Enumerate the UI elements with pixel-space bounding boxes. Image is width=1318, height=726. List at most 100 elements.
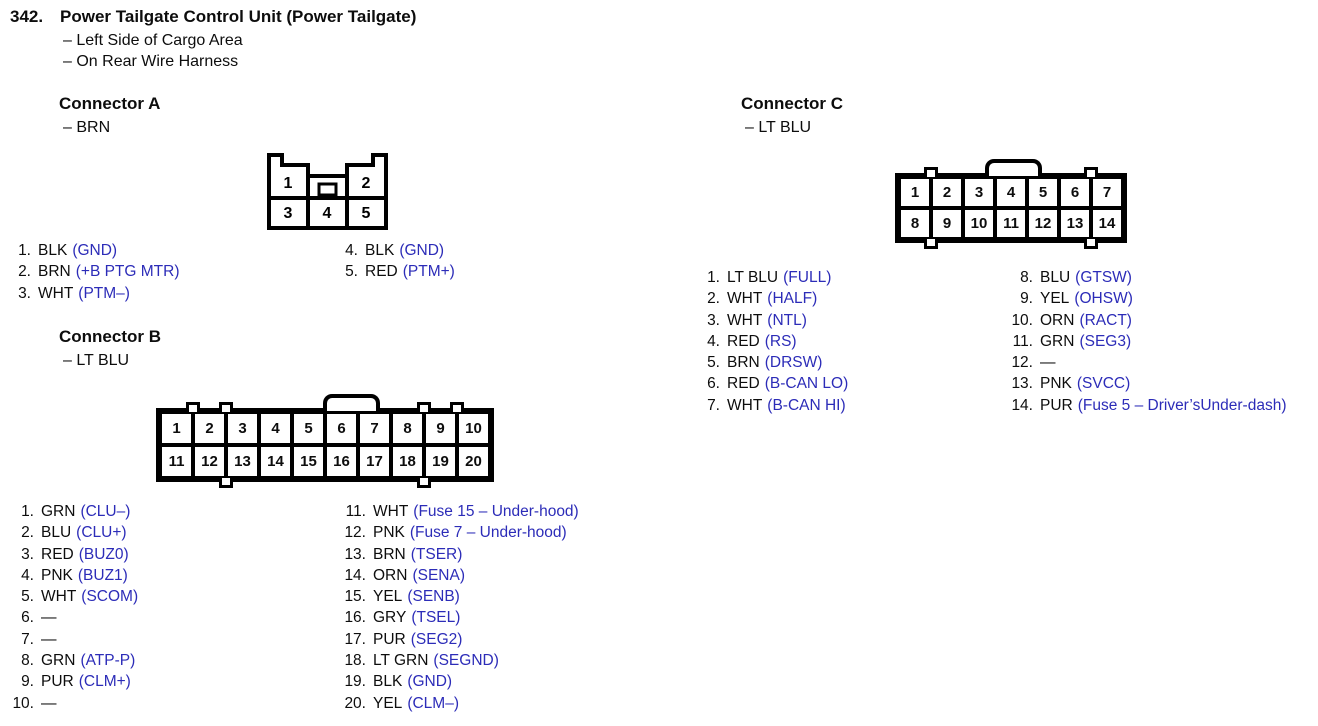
pin-row: 1.LT BLU(FULL) bbox=[696, 267, 848, 288]
connector-pin-cell: 11 bbox=[160, 445, 193, 478]
connector-pin-cell: 11 bbox=[995, 208, 1027, 239]
pin-row: 12.— bbox=[1008, 352, 1287, 373]
pin-row: 3.WHT(PTM–) bbox=[14, 283, 180, 304]
pin-number: 10. bbox=[12, 694, 34, 712]
alignment-bump bbox=[219, 478, 233, 488]
pin-number: 6. bbox=[707, 375, 720, 393]
pin-number: 9. bbox=[1020, 290, 1033, 308]
alignment-bump bbox=[186, 402, 200, 412]
pin-number: 20. bbox=[344, 694, 366, 712]
connector-pin-cell: 6 bbox=[325, 412, 358, 445]
signal-name: (CLM+) bbox=[78, 673, 131, 691]
signal-name: (BUZ0) bbox=[78, 545, 129, 563]
connector-pin-cell: 12 bbox=[193, 445, 226, 478]
connector-pin-cell: 2 bbox=[193, 412, 226, 445]
wire-color: PNK bbox=[41, 566, 73, 584]
wire-color: RED bbox=[727, 332, 760, 350]
signal-name: (RS) bbox=[764, 332, 797, 350]
connector-pin-cell: 9 bbox=[931, 208, 963, 239]
pin-number: 14. bbox=[1011, 396, 1033, 414]
pin-number: 4. bbox=[21, 566, 34, 584]
connector-a-pins-left: 1.BLK(GND)2.BRN(+B PTG MTR)3.WHT(PTM–) bbox=[14, 240, 180, 304]
connector-pin-cell: 8 bbox=[391, 412, 424, 445]
wire-color: BRN bbox=[727, 354, 760, 372]
signal-name: (TSER) bbox=[410, 545, 463, 563]
wire-color: ORN bbox=[373, 566, 408, 584]
connector-a-pin-1: 1 bbox=[284, 175, 293, 192]
connector-a-color-label: – BRN bbox=[63, 119, 111, 136]
page-title: Power Tailgate Control Unit (Power Tailg… bbox=[60, 7, 417, 26]
signal-name: (GND) bbox=[399, 242, 445, 259]
pin-row: 8.BLU(GTSW) bbox=[1008, 267, 1287, 288]
connector-a-diagram: 1 2 3 4 5 bbox=[267, 153, 388, 230]
signal-name: (SVCC) bbox=[1076, 375, 1131, 393]
pin-row: 15.YEL(SENB) bbox=[341, 586, 579, 607]
connector-c-color-label: – LT BLU bbox=[745, 119, 812, 136]
wire-color: ORN bbox=[1040, 311, 1075, 329]
signal-name: (BUZ1) bbox=[77, 566, 128, 584]
connector-a-heading: Connector A bbox=[59, 94, 161, 113]
pin-number: 16. bbox=[344, 609, 366, 627]
signal-name: (SEG3) bbox=[1079, 332, 1132, 350]
alignment-bump bbox=[1084, 239, 1098, 249]
pin-row: 14.ORN(SENA) bbox=[341, 565, 579, 586]
connector-c-latch-tab bbox=[985, 159, 1042, 176]
wire-color: — bbox=[1040, 354, 1056, 372]
wire-color: WHT bbox=[38, 284, 74, 302]
alignment-bump bbox=[417, 402, 431, 412]
wire-color: WHT bbox=[727, 290, 763, 308]
connector-b-pins-left: 1.GRN(CLU–)2.BLU(CLU+)3.RED(BUZ0)4.PNK(B… bbox=[10, 501, 138, 714]
wire-color: WHT bbox=[373, 503, 409, 520]
signal-name: (PTM+) bbox=[402, 263, 455, 281]
connector-pin-cell: 10 bbox=[963, 208, 995, 239]
pin-number: 9. bbox=[21, 673, 34, 691]
pin-row: 9.PUR(CLM+) bbox=[10, 671, 138, 692]
connector-pin-cell: 10 bbox=[457, 412, 490, 445]
pin-number: 7. bbox=[21, 630, 34, 648]
alignment-bump bbox=[219, 402, 233, 412]
pin-row: 2.BLU(CLU+) bbox=[10, 522, 138, 543]
wire-color: BLK bbox=[38, 242, 68, 259]
pin-row: 14.PUR(Fuse 5 – Driver’sUnder-dash) bbox=[1008, 395, 1286, 416]
connector-pin-cell: 12 bbox=[1027, 208, 1059, 239]
connector-a-key-tab bbox=[317, 182, 338, 197]
pin-number: 6. bbox=[21, 609, 34, 627]
pin-number: 3. bbox=[18, 284, 31, 302]
connector-pin-cell: 1 bbox=[899, 177, 931, 208]
pin-number: 2. bbox=[18, 263, 31, 281]
signal-name: (SCOM) bbox=[81, 588, 139, 606]
connector-pin-cell: 4 bbox=[259, 412, 292, 445]
connector-pin-cell: 1 bbox=[160, 412, 193, 445]
pin-number: 18. bbox=[344, 652, 366, 670]
pin-row: 8.GRN(ATP-P) bbox=[10, 650, 138, 671]
pin-row: 5.BRN(DRSW) bbox=[696, 352, 848, 373]
connector-b-heading: Connector B bbox=[59, 327, 161, 346]
alignment-bump bbox=[450, 402, 464, 412]
signal-name: (DRSW) bbox=[764, 354, 823, 372]
connector-c-heading: Connector C bbox=[741, 94, 843, 113]
wire-color: RED bbox=[365, 263, 398, 281]
wire-color: BRN bbox=[38, 263, 71, 281]
pin-row: 2.WHT(HALF) bbox=[696, 288, 848, 309]
pin-row: 4. PNK(BUZ1) bbox=[10, 565, 138, 586]
wire-color: RED bbox=[41, 545, 74, 563]
pin-row: 17.PUR(SEG2) bbox=[341, 629, 579, 650]
pin-number: 4. bbox=[345, 242, 358, 259]
wire-color: YEL bbox=[373, 694, 403, 712]
pin-row: 13.BRN(TSER) bbox=[341, 544, 579, 565]
connector-b-color-label: – LT BLU bbox=[63, 352, 130, 369]
wire-color: BLK bbox=[373, 673, 403, 691]
pin-row: 3.WHT(NTL) bbox=[696, 310, 848, 331]
signal-name: (Fuse 7 – Under-hood) bbox=[409, 524, 567, 542]
wire-color: RED bbox=[727, 375, 760, 393]
wire-color: GRY bbox=[373, 609, 407, 627]
wire-color: — bbox=[41, 630, 57, 648]
pin-number: 17. bbox=[344, 630, 366, 648]
pin-number: 15. bbox=[344, 588, 366, 606]
